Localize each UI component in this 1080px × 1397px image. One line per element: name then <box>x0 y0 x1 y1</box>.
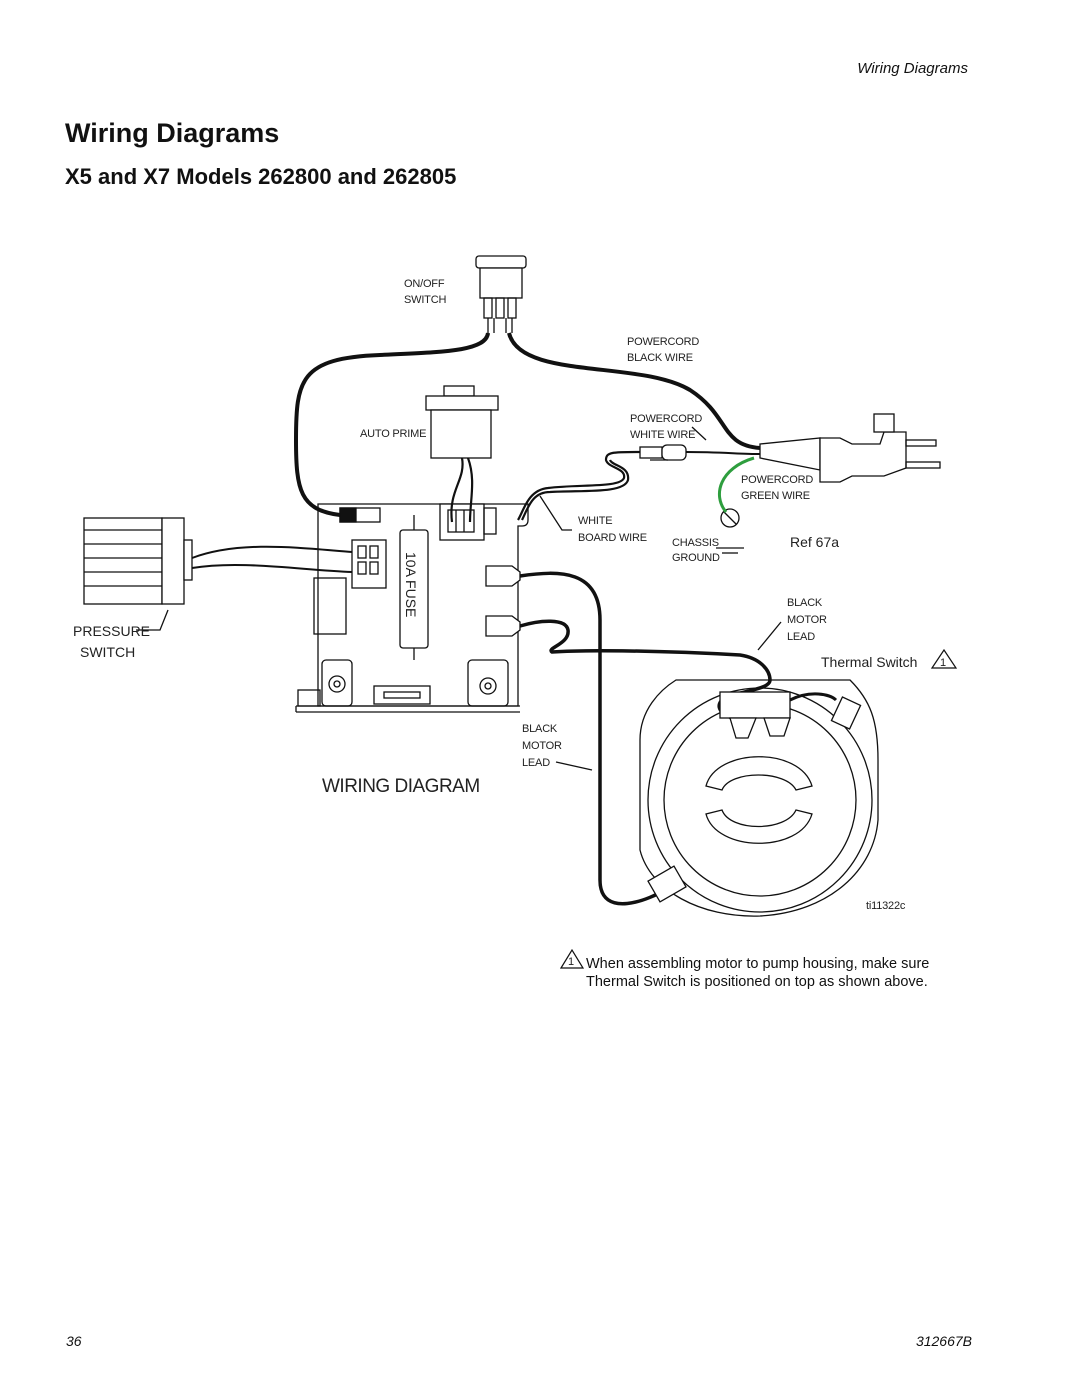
label-auto-prime: AUTO PRIME <box>360 428 426 440</box>
auto-prime-unit <box>425 385 499 459</box>
white-board-wire <box>517 450 641 521</box>
label-fuse: 10A FUSE <box>403 552 419 617</box>
page-subtitle: X5 and X7 Models 262800 and 262805 <box>65 164 457 189</box>
label-on-off: ON/OFF <box>404 278 445 290</box>
figure-id: ti11322c <box>866 900 906 912</box>
label-black-motor-bot-3: LEAD <box>522 757 550 769</box>
label-switch: SWITCH <box>404 294 446 306</box>
label-black-motor-bot-1: BLACK <box>522 723 558 735</box>
black-motor-lead-long <box>519 571 669 906</box>
label-powercord-black-2: BLACK WIRE <box>627 352 693 364</box>
label-powercord-white-2: WHITE WIRE <box>630 429 695 441</box>
power-plug <box>759 413 941 483</box>
note-line-2: Thermal Switch is positioned on top as s… <box>586 974 928 990</box>
label-powercord-green-2: GREEN WIRE <box>741 490 810 502</box>
label-powercord-white-1: POWERCORD <box>630 413 702 425</box>
label-white-board-2: BOARD WIRE <box>578 532 647 544</box>
on-off-switch <box>475 255 527 333</box>
label-powercord-black-1: POWERCORD <box>627 336 699 348</box>
note-marker: 1 <box>568 956 574 968</box>
label-pressure: PRESSURE <box>73 623 150 639</box>
label-black-motor-bot-2: MOTOR <box>522 740 562 752</box>
label-white-board-1: WHITE <box>578 515 612 527</box>
label-chassis: CHASSIS <box>672 537 719 549</box>
label-black-motor-top-3: LEAD <box>787 631 815 643</box>
powercord-green-wire <box>717 456 755 513</box>
label-wiring-diagram: WIRING DIAGRAM <box>322 776 480 797</box>
label-powercord-green-1: POWERCORD <box>741 474 813 486</box>
circuit-board <box>295 503 529 713</box>
note-line-1: When assembling motor to pump housing, m… <box>586 956 930 972</box>
page-title: Wiring Diagrams <box>65 118 280 148</box>
label-pressure-switch: SWITCH <box>80 644 135 660</box>
page-number: 36 <box>66 1333 82 1349</box>
label-thermal-switch: Thermal Switch <box>821 654 917 670</box>
pressure-switch <box>83 517 353 605</box>
running-header: Wiring Diagrams <box>857 60 968 77</box>
label-ground: GROUND <box>672 552 720 564</box>
pump-motor <box>639 679 879 917</box>
switch-to-board-wire <box>293 332 490 517</box>
label-black-motor-top-2: MOTOR <box>787 614 827 626</box>
doc-number: 312667B <box>915 1333 972 1349</box>
thermal-marker: 1 <box>940 657 946 669</box>
label-ref: Ref 67a <box>790 534 839 550</box>
assembly-note: When assembling motor to pump housing, m… <box>586 955 986 991</box>
label-black-motor-top-1: BLACK <box>787 597 823 609</box>
powercord-black-wire <box>507 332 761 450</box>
